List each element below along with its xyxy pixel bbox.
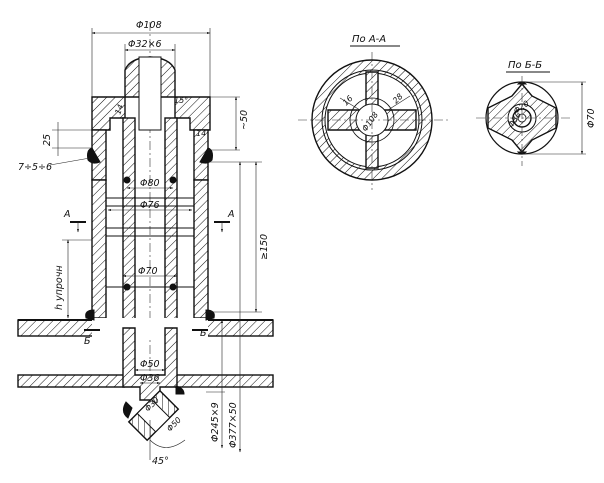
dim-14a: 14 <box>113 103 125 116</box>
dim-d80: Φ80 <box>140 178 160 189</box>
dim-d36: Φ36 <box>140 373 160 384</box>
main-view: Φ108 Φ32×6 ~50 14 14 15° 25 7÷5÷6 Φ80 Φ7… <box>17 20 274 467</box>
dim-d377: Φ377×50 <box>228 402 239 448</box>
dim-gap: 7÷5÷6 <box>18 162 52 173</box>
left-inner-tube <box>122 117 136 329</box>
section-bb-d70: Φ70 <box>586 108 597 128</box>
dim-d108: Φ108 <box>136 20 162 31</box>
right-lower-wall <box>193 179 209 319</box>
section-aa-title: По А-А <box>352 34 386 45</box>
section-aa: По А-А Φ108 16 28 <box>298 34 448 190</box>
section-b-left: Б <box>84 336 91 347</box>
angled-nozzle <box>127 389 180 442</box>
section-b-right: Б <box>200 328 207 339</box>
section-a-right: A <box>227 209 235 220</box>
section-bb-title: По Б-Б <box>508 60 542 71</box>
dim-14b: 14 <box>196 129 206 138</box>
dim-d70: Φ70 <box>138 266 158 277</box>
dim-h-upr: h упрочн <box>54 265 65 310</box>
right-inner-tube <box>164 117 178 329</box>
section-a-left: A <box>63 209 71 220</box>
angle-15: 15° <box>174 96 188 105</box>
dim-h150: ≥150 <box>259 234 270 260</box>
angle-45: 45° <box>152 456 169 467</box>
dim-d50: Φ50 <box>140 359 160 370</box>
section-bb: По Б-Б Φ70 Φ20 Φ36 <box>476 60 597 166</box>
dim-d32x6: Φ32×6 <box>128 39 162 50</box>
dim-h25: 25 <box>42 134 53 146</box>
dim-d76: Φ76 <box>140 200 160 211</box>
left-lower-wall <box>91 179 107 319</box>
dim-d245: Φ245×9 <box>210 402 221 442</box>
weld-left-top <box>87 147 101 164</box>
dim-h50: ~50 <box>239 110 250 130</box>
